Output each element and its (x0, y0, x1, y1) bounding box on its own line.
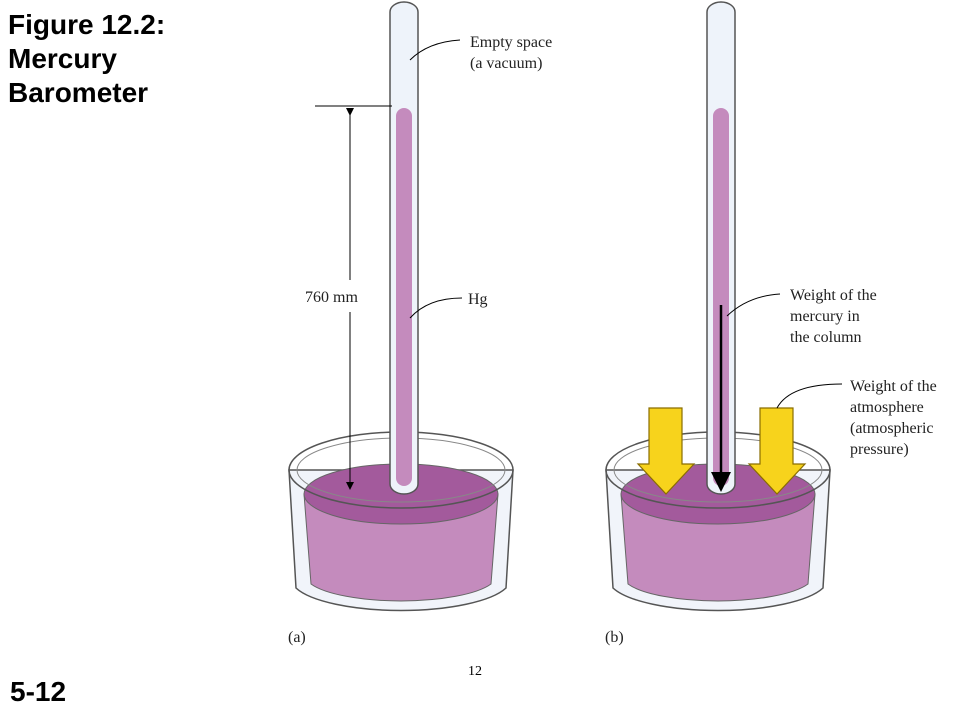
tube-a (389, 1, 419, 495)
height-label: 760 mm (305, 289, 358, 306)
vacuum-label-1: Empty space (470, 34, 552, 51)
height-dimension (315, 105, 392, 490)
atmosphere-label-2: atmosphere (850, 399, 924, 416)
hg-leader (409, 297, 463, 319)
atmosphere-arrow-left (636, 407, 696, 495)
panel-a-tag: (a) (288, 629, 306, 646)
atmosphere-label-1: Weight of the (850, 378, 937, 395)
panel-b: Weight of the mercury in the column Weig… (605, 1, 937, 646)
slide-number: 5-12 (10, 676, 67, 707)
atmosphere-arrow-right (747, 407, 807, 495)
vacuum-label-2: (a vacuum) (470, 55, 542, 72)
atmosphere-label-4: pressure) (850, 441, 909, 458)
tube-b (706, 1, 736, 495)
hg-label: Hg (468, 291, 488, 308)
column-label-2: mercury in (790, 308, 860, 325)
column-leader (726, 293, 781, 317)
atmosphere-leader (776, 383, 843, 409)
vacuum-leader (409, 39, 461, 61)
column-label-3: the column (790, 329, 862, 346)
title-line-1: Figure 12.2: (8, 9, 166, 40)
title-line-2: Mercury (8, 43, 117, 74)
title-line-3: Barometer (8, 77, 149, 108)
panel-a: 760 mm Empty space (a vacuum) Hg (a) (288, 1, 552, 646)
dish-a (288, 431, 514, 612)
atmosphere-label-3: (atmospheric (850, 420, 934, 437)
panel-b-tag: (b) (605, 629, 624, 646)
figure-title: Figure 12.2: Mercury Barometer (8, 8, 165, 110)
page-number: 12 (468, 664, 482, 679)
column-label-1: Weight of the (790, 287, 877, 304)
